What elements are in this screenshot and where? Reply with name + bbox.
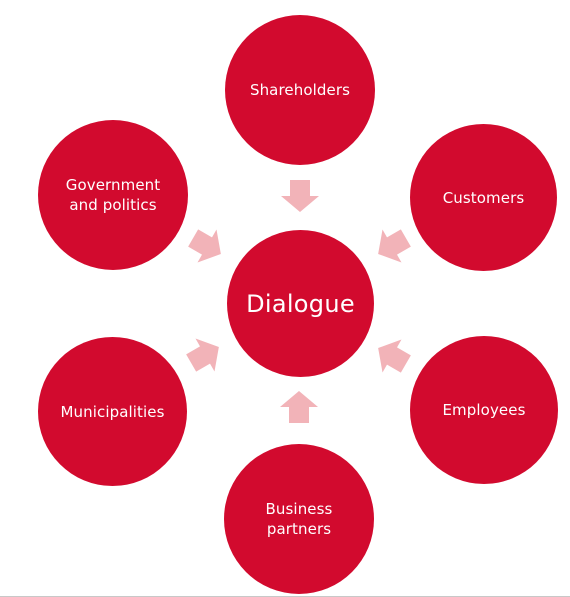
arrow-shape xyxy=(188,229,221,263)
node-label: Government and politics xyxy=(65,176,161,214)
node-label: Shareholders xyxy=(249,81,351,99)
arrow-shape xyxy=(280,391,318,423)
arrow-shape xyxy=(281,180,319,212)
arrow-shape xyxy=(186,338,219,372)
node-government-and-politics: Government and politics xyxy=(38,120,188,270)
node-label: Municipalities xyxy=(60,402,165,421)
node-label: Customers xyxy=(442,188,525,207)
center-node-dialogue: Dialogue xyxy=(227,230,374,377)
arrow-shape xyxy=(378,339,411,373)
node-label: Employees xyxy=(442,401,526,419)
node-municipalities: Municipalities xyxy=(38,337,187,486)
node-shareholders: Shareholders xyxy=(225,15,375,165)
node-customers: Customers xyxy=(410,124,557,271)
node-employees: Employees xyxy=(410,336,558,484)
center-label: Dialogue xyxy=(246,289,355,318)
arrow-shape xyxy=(378,229,411,263)
node-business-partners: Business partners xyxy=(224,444,374,594)
node-label: Business partners xyxy=(265,500,333,538)
